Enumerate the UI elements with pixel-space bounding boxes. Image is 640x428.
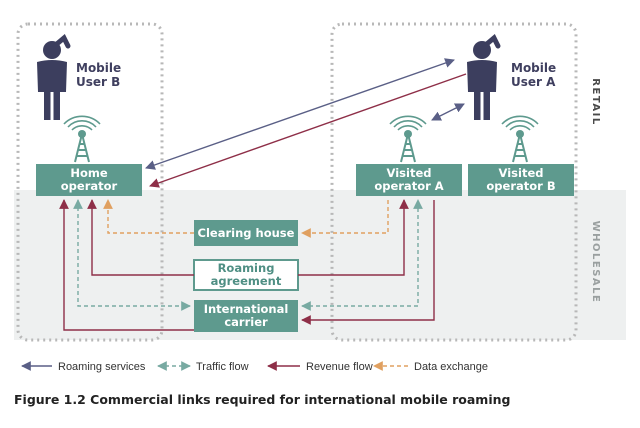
revenue-flow-visited-to-carrier [301, 200, 435, 325]
revenue-flow-retail [149, 73, 467, 188]
roaming-agreement-box [193, 259, 299, 291]
traffic-flow-home-carrier [73, 199, 191, 311]
visited-operator-b-tower-icon [501, 115, 539, 163]
legend-data-exchange-label: Data exchange [414, 361, 488, 373]
wholesale-zone [14, 190, 626, 340]
traffic-flow-carrier-visited [301, 199, 423, 311]
revenue-flow-agreement-to-home [87, 199, 194, 276]
legend: Roaming services Traffic flow Revenue fl… [21, 361, 488, 373]
phone-arm-b [49, 34, 71, 51]
roaming-services-link-user-a-home [145, 58, 455, 170]
home-operator-tower-icon [63, 115, 101, 163]
clearing-house-box [194, 220, 298, 246]
mobile-user-a-icon [467, 41, 497, 120]
roaming-services-link-user-a-visited [431, 103, 465, 121]
visited-operator-a-tower-icon [389, 115, 427, 163]
mobile-user-b-icon [37, 41, 67, 120]
home-operator-box [36, 164, 142, 196]
phone-arm-a [479, 34, 501, 51]
clearing-house-label: Clearing house [198, 226, 295, 240]
international-carrier-box [194, 300, 298, 332]
legend-roaming-services-label: Roaming services [58, 361, 146, 373]
revenue-flow-agreement-to-visited [298, 199, 409, 276]
wholesale-label: WHOLESALE [590, 221, 601, 304]
retail-label: RETAIL [590, 78, 601, 125]
visited-operator-b-box [468, 164, 574, 196]
home-network-zone [16, 22, 164, 342]
revenue-flow-carrier-to-home [59, 199, 194, 331]
legend-revenue-flow-label: Revenue flow [306, 361, 373, 373]
figure-caption: Figure 1.2 Commercial links required for… [14, 392, 511, 407]
legend-traffic-flow-label: Traffic flow [196, 361, 249, 373]
